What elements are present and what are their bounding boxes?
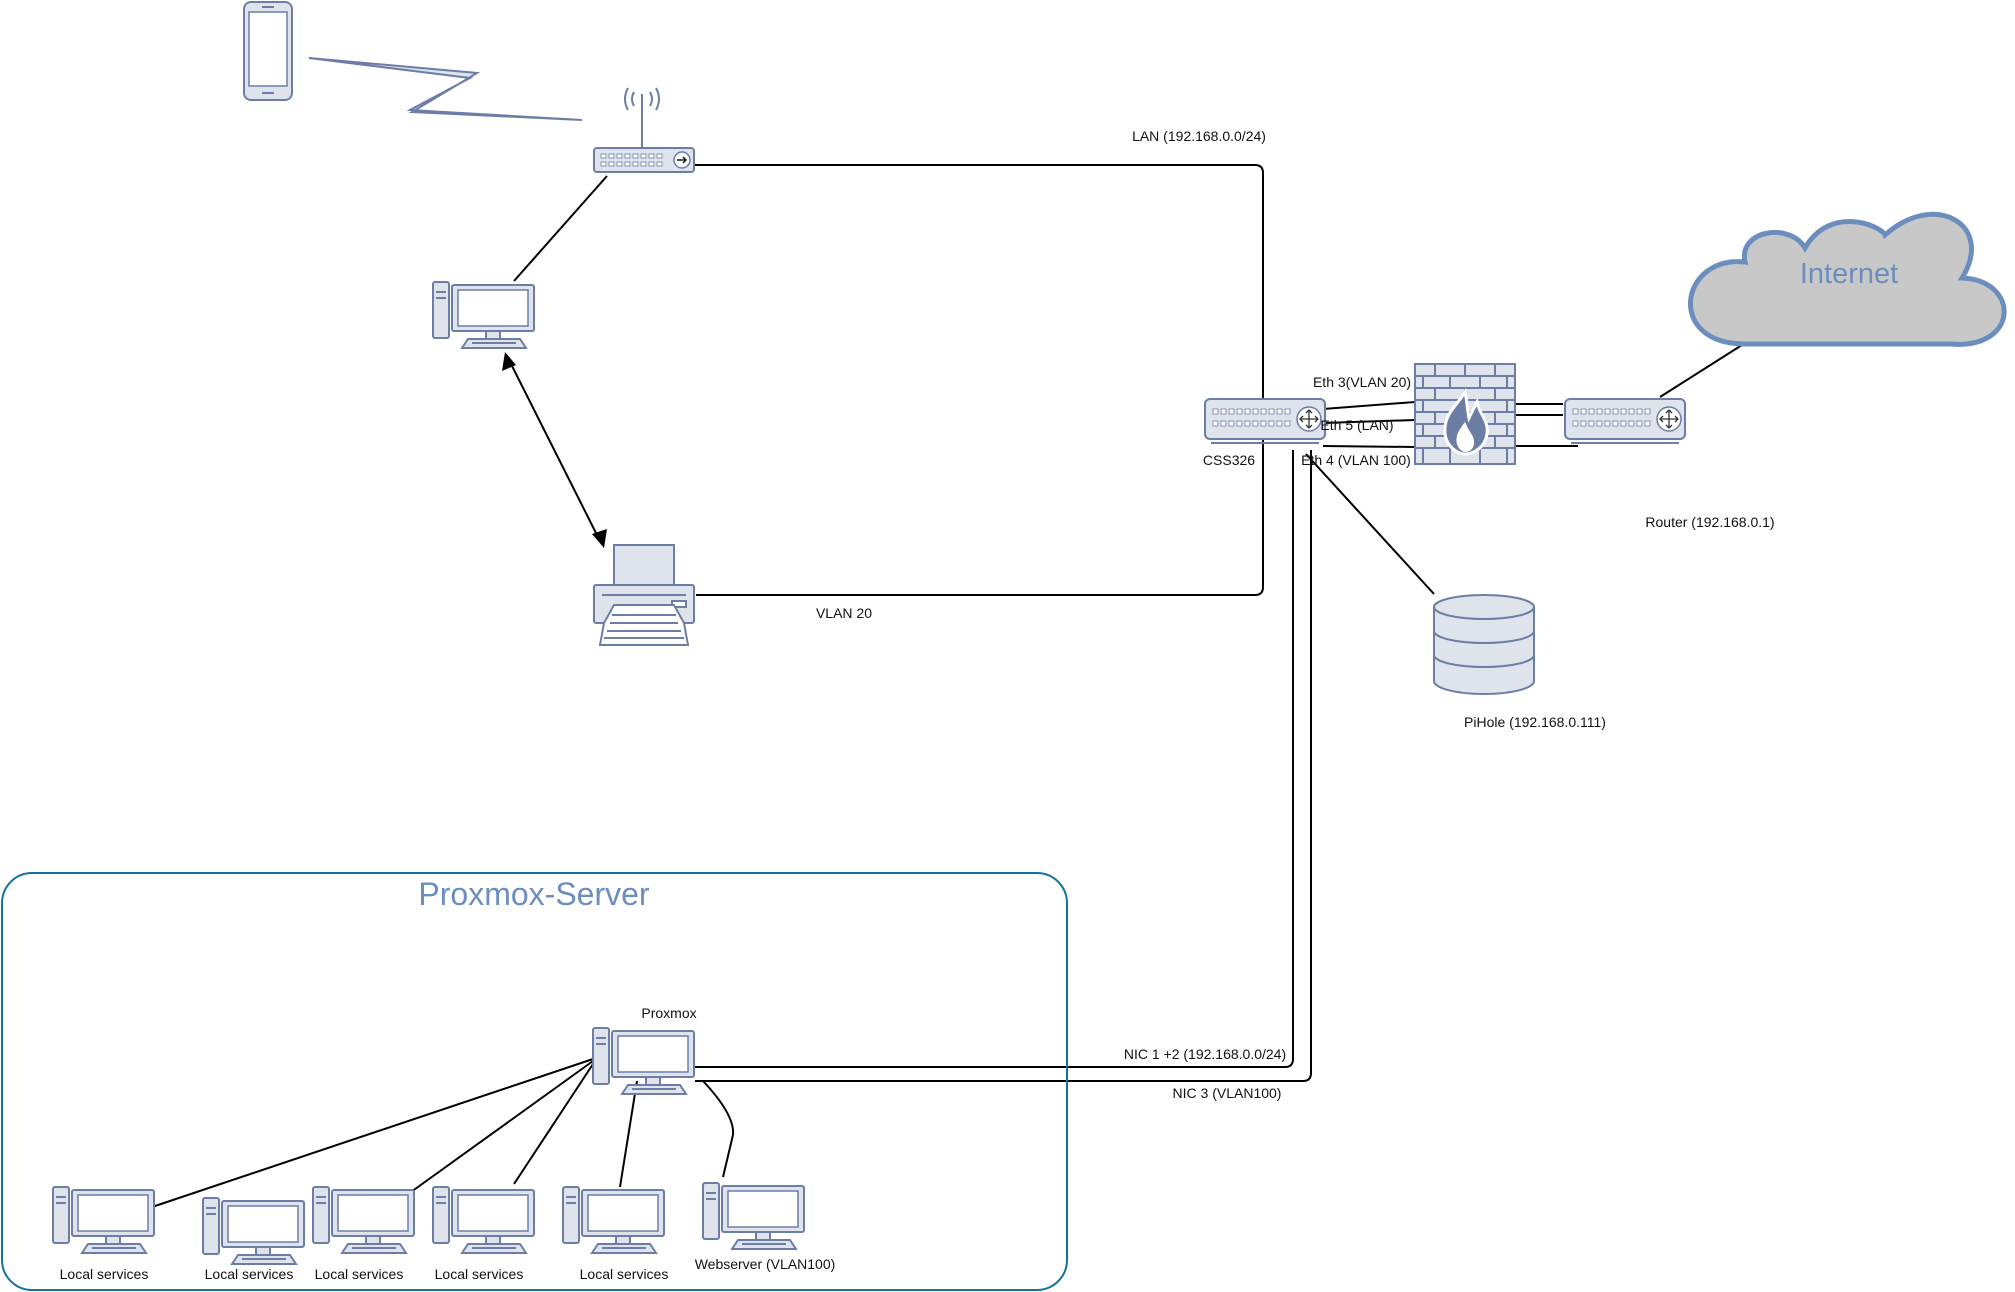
router-device[interactable]: [1564, 398, 1686, 444]
eth3-label: Eth 3(VLAN 20): [1313, 374, 1411, 390]
vm-label-3: Local services: [315, 1266, 404, 1282]
proxmox-vm4-link: [619, 1080, 638, 1188]
vm-webserver[interactable]: [702, 1182, 805, 1250]
vm-local-services-5[interactable]: [562, 1186, 665, 1254]
nic3-link: [695, 450, 1312, 1082]
internet-label: Internet: [1800, 258, 1898, 290]
css326-label: CSS326: [1203, 452, 1255, 468]
proxmox-group-label: Proxmox-Server: [418, 876, 650, 912]
nic12-link: [695, 450, 1294, 1068]
vm-local-services-1[interactable]: [52, 1186, 155, 1254]
proxmox-vm1-link: [151, 1058, 594, 1208]
vm-label-2: Local services: [205, 1266, 294, 1282]
vm-local-services-3[interactable]: [312, 1186, 415, 1254]
proxmox-host-device[interactable]: [592, 1027, 695, 1095]
vm-local-services-2[interactable]: [202, 1197, 305, 1265]
proxmox-webserver-link: [702, 1080, 735, 1178]
lan-label: LAN (192.168.0.0/24): [1132, 128, 1266, 144]
arrowhead-down: [592, 529, 607, 548]
proxmox-server-group: [1, 872, 1068, 1291]
eth4-label: Eth 4 (VLAN 100): [1301, 452, 1411, 468]
eth5-label: Eth 5 (LAN): [1320, 417, 1393, 433]
ap-pc-link: [513, 175, 608, 282]
wireless-link: [308, 57, 583, 121]
vm-local-services-4[interactable]: [432, 1186, 535, 1254]
router-label: Router (192.168.0.1): [1645, 514, 1774, 530]
switch-firewall-eth3: [1322, 401, 1416, 410]
pihole-label: PiHole (192.168.0.111): [1464, 714, 1606, 730]
lan-link: [695, 164, 1264, 596]
proxmox-label: Proxmox: [641, 1005, 696, 1021]
switch-firewall-eth4: [1322, 445, 1416, 448]
proxmox-vm2-link: [410, 1060, 594, 1193]
switch-firewall-eth5: [1322, 419, 1416, 424]
vm-label-5: Local services: [580, 1266, 669, 1282]
proxmox-vm3-link: [513, 1063, 594, 1185]
nic3-label: NIC 3 (VLAN100): [1173, 1085, 1282, 1101]
internet-cloud[interactable]: [1688, 211, 2007, 347]
vm-label-1: Local services: [60, 1266, 149, 1282]
router-internet-link: [1659, 344, 1743, 398]
links: [151, 57, 1743, 1208]
vlan20-label: VLAN 20: [816, 605, 872, 621]
wireless-ap-device[interactable]: [593, 87, 695, 173]
vm-label-webserver: Webserver (VLAN100): [695, 1256, 836, 1272]
nic12-label: NIC 1 +2 (192.168.0.0/24): [1124, 1046, 1286, 1062]
vm-label-4: Local services: [435, 1266, 524, 1282]
smartphone-device[interactable]: [243, 1, 293, 101]
pc-printer-link: [508, 359, 601, 542]
arrowhead-up: [502, 352, 516, 371]
pihole-database-device[interactable]: [1433, 594, 1535, 695]
switch-pihole-link: [1305, 453, 1435, 595]
printer-device[interactable]: [593, 544, 695, 646]
firewall-device[interactable]: [1413, 362, 1517, 466]
desktop-pc-device[interactable]: [432, 281, 535, 349]
css326-switch-device[interactable]: [1204, 398, 1326, 444]
